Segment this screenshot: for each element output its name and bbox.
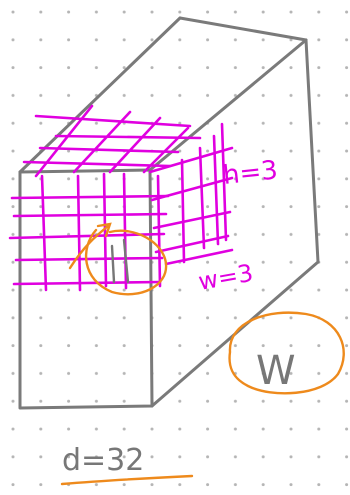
label-d: d=32 xyxy=(62,443,144,478)
label-h: h=3 xyxy=(222,155,280,191)
label-W: W xyxy=(256,348,296,394)
